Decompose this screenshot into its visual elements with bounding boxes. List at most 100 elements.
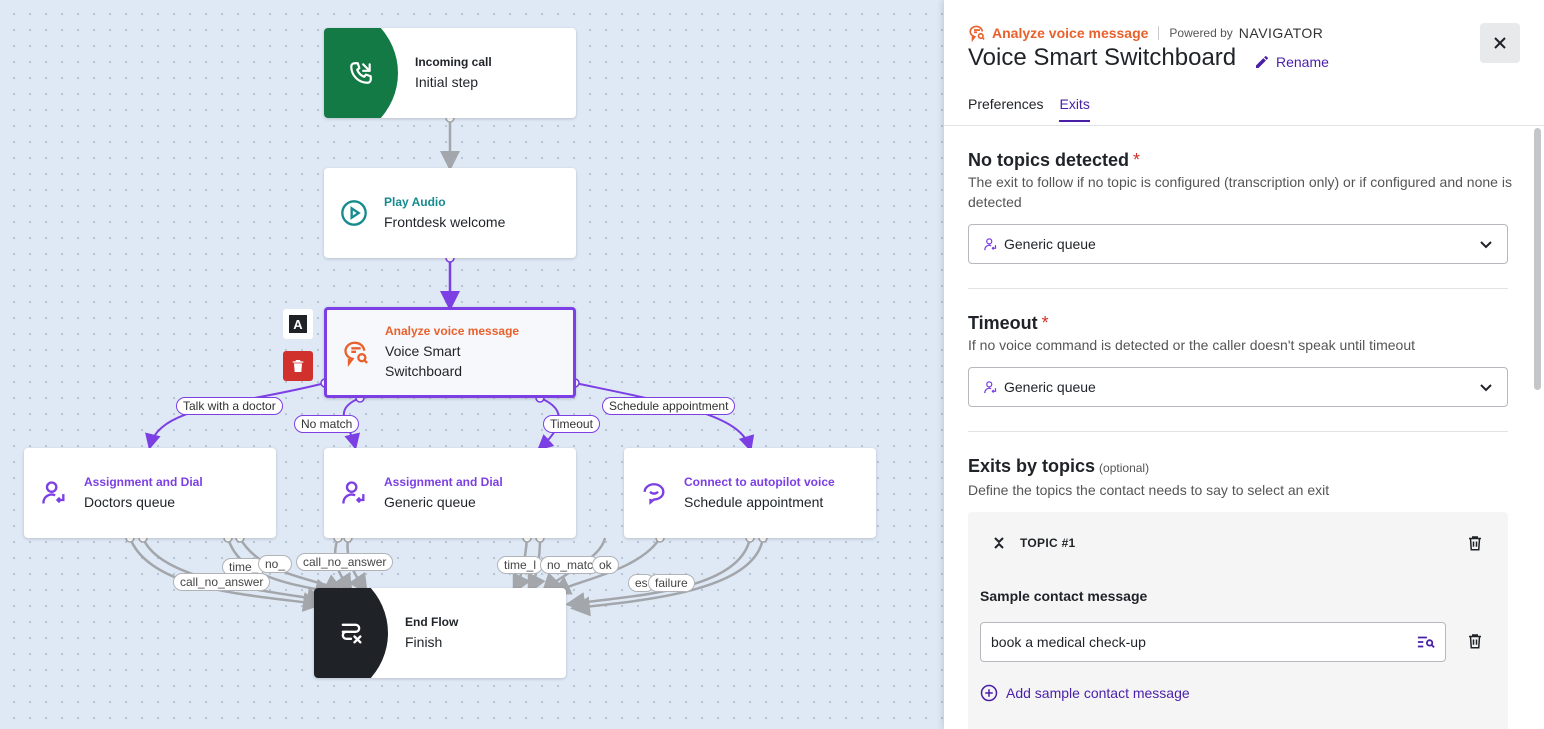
tab-exits[interactable]: Exits <box>1059 96 1090 122</box>
chevron-down-icon <box>1480 241 1492 249</box>
select-value: Generic queue <box>1004 236 1096 252</box>
delete-topic-button[interactable] <box>1466 534 1484 557</box>
voice-analyze-icon <box>969 25 985 42</box>
tab-preferences[interactable]: Preferences <box>968 96 1044 112</box>
panel-node-kind: Analyze voice message <box>992 25 1149 41</box>
no-topics-title: No topics detected* <box>968 150 1140 171</box>
exits-by-topics-title: Exits by topics(optional) <box>968 456 1149 477</box>
topic-card: TOPIC #1 Sample contact message book a m… <box>968 512 1508 729</box>
delete-sample-button[interactable] <box>1466 632 1484 655</box>
section-divider <box>968 288 1508 289</box>
trash-icon <box>1469 634 1481 649</box>
voice-analyze-icon <box>344 341 368 367</box>
add-sample-button[interactable]: Add sample contact message <box>980 684 1190 702</box>
node-kind: Analyze voice message <box>385 324 520 338</box>
add-sample-label: Add sample contact message <box>1006 685 1190 701</box>
delete-node-button[interactable] <box>283 351 313 381</box>
panel-scrollbar[interactable] <box>1534 128 1541 390</box>
incoming-hero <box>324 28 398 118</box>
node-analyze-voice[interactable]: Analyze voice message Voice Smart Switch… <box>324 307 576 398</box>
annotate-label: A <box>289 315 307 333</box>
exits-by-topics-desc: Define the topics the contact needs to s… <box>968 482 1330 498</box>
edge-label-timeout[interactable]: Timeout <box>543 415 600 433</box>
no-topics-exit-select[interactable]: Generic queue <box>968 224 1508 264</box>
end-flow-icon <box>341 623 362 644</box>
node-label: Generic queue <box>384 493 476 510</box>
edge-label-call-no-answer[interactable]: call_no_answer <box>173 573 271 591</box>
edge-label-talk-doctor[interactable]: Talk with a doctor <box>176 397 283 415</box>
edge-label-call-no-answer[interactable]: call_no_answer <box>296 553 394 571</box>
trash-icon <box>1469 536 1481 551</box>
phone-incoming-icon <box>350 62 372 84</box>
collapse-icon[interactable] <box>992 536 1006 550</box>
exits-by-topics-title-text: Exits by topics <box>968 456 1096 476</box>
chevron-down-icon <box>1480 384 1492 392</box>
edge-label-time[interactable]: time_l <box>497 556 544 574</box>
flow-canvas[interactable]: Incoming call Initial step Play Audio Fr… <box>0 0 944 729</box>
panel-header: Analyze voice message Powered by NAVIGAT… <box>968 24 1323 42</box>
edge-label-schedule[interactable]: Schedule appointment <box>602 397 736 415</box>
play-circle-icon <box>341 200 367 226</box>
node-doctors-queue[interactable]: Assignment and Dial Doctors queue <box>24 448 276 538</box>
node-generic-queue[interactable]: Assignment and Dial Generic queue <box>324 448 576 538</box>
rename-label: Rename <box>1276 54 1329 70</box>
agent-dial-icon <box>984 380 997 393</box>
node-label: Schedule appointment <box>684 493 824 510</box>
rename-button[interactable]: Rename <box>1254 54 1329 70</box>
timeout-title: Timeout* <box>968 313 1049 334</box>
node-play-audio[interactable]: Play Audio Frontdesk welcome <box>324 168 576 258</box>
powered-by-label: Powered by <box>1169 26 1233 40</box>
close-button[interactable] <box>1480 23 1520 63</box>
agent-dial-icon <box>984 237 997 250</box>
section-divider <box>968 431 1508 432</box>
brand-logo: NAVIGATOR <box>1238 25 1324 41</box>
required-mark: * <box>1133 150 1141 170</box>
edge-label-ok[interactable]: ok <box>592 556 619 574</box>
node-label: Voice Smart Switchboard <box>385 343 463 379</box>
timeout-desc: If no voice command is detected or the c… <box>968 337 1416 353</box>
node-kind: Connect to autopilot voice <box>684 474 835 489</box>
node-label: Finish <box>405 633 443 650</box>
node-incoming-call[interactable]: Incoming call Initial step <box>324 28 576 118</box>
node-kind: Assignment and Dial <box>84 474 203 489</box>
header-separator <box>1158 26 1160 40</box>
node-label: Doctors queue <box>84 493 176 510</box>
timeout-exit-select[interactable]: Generic queue <box>968 367 1508 407</box>
edge-label-no-match[interactable]: no_matc <box>540 556 601 574</box>
optional-mark: (optional) <box>1099 461 1150 475</box>
node-kind: Play Audio <box>384 194 446 209</box>
end-hero <box>314 588 388 678</box>
edge-label-no-match[interactable]: No match <box>294 415 360 433</box>
node-label: Initial step <box>415 73 479 90</box>
edge-label-failure[interactable]: failure <box>648 574 695 592</box>
node-settings-panel: Analyze voice message Powered by NAVIGAT… <box>944 0 1544 729</box>
timeout-title-text: Timeout <box>968 313 1038 333</box>
node-kind: Incoming call <box>415 54 492 69</box>
node-kind: Assignment and Dial <box>384 474 503 489</box>
pencil-icon <box>1256 55 1268 68</box>
tabs-divider <box>944 125 1544 126</box>
edge-label-no[interactable]: no_ <box>258 555 293 573</box>
agent-dial-icon <box>42 481 65 504</box>
select-value: Generic queue <box>1004 379 1096 395</box>
topic-header[interactable]: TOPIC #1 <box>992 536 1076 550</box>
panel-tabs: Preferences Exits <box>968 96 1090 122</box>
sample-message-title: Sample contact message <box>980 588 1148 604</box>
required-mark: * <box>1041 313 1049 333</box>
sample-message-value: book a medical check-up <box>991 634 1146 650</box>
autopilot-chat-icon <box>643 483 665 505</box>
sample-message-input[interactable]: book a medical check-up <box>980 622 1446 662</box>
no-topics-title-text: No topics detected <box>968 150 1130 170</box>
topic-label: TOPIC #1 <box>1020 536 1076 550</box>
panel-title: Voice Smart Switchboard <box>968 44 1237 71</box>
no-topics-desc: The exit to follow if no topic is config… <box>968 174 1512 210</box>
trash-icon <box>292 360 304 372</box>
node-end-flow[interactable]: End Flow Finish <box>314 588 566 678</box>
edge-schedule <box>574 382 755 452</box>
analyze-text-icon[interactable] <box>1417 635 1435 649</box>
node-autopilot[interactable]: Connect to autopilot voice Schedule appo… <box>624 448 876 538</box>
add-circle-icon <box>980 684 998 702</box>
annotate-button[interactable]: A <box>283 309 313 339</box>
node-kind: End Flow <box>405 614 459 629</box>
node-label: Frontdesk welcome <box>384 213 506 230</box>
